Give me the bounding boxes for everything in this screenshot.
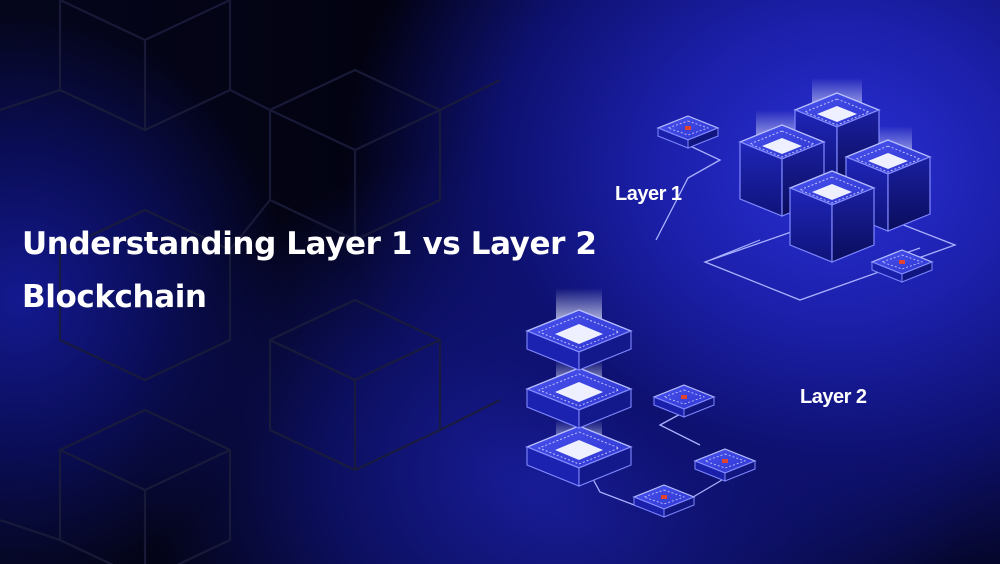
title-line-2: Blockchain	[22, 279, 207, 315]
layer-2-node-icon	[653, 384, 715, 418]
hexagon-wireframe-pattern	[0, 0, 501, 564]
title-line-1: Understanding Layer 1 vs Layer 2	[22, 226, 597, 262]
block-icon	[789, 170, 875, 263]
layer-2-block-icon	[526, 425, 632, 487]
layer-2-node-icon	[694, 448, 756, 482]
layer-1-label: Layer 1	[615, 183, 682, 205]
layer-2-diagram: Layer 2	[526, 288, 867, 518]
layer-1-node-icon	[871, 249, 933, 283]
layer-2-block-icon	[526, 367, 632, 429]
page-title: Understanding Layer 1 vs Layer 2 Blockch…	[22, 218, 597, 324]
layer-2-node-icon	[633, 484, 695, 518]
layer-2-label: Layer 2	[800, 386, 867, 408]
layer-1-diagram: Layer 1	[615, 78, 957, 301]
layer-1-node-icon	[657, 115, 719, 149]
